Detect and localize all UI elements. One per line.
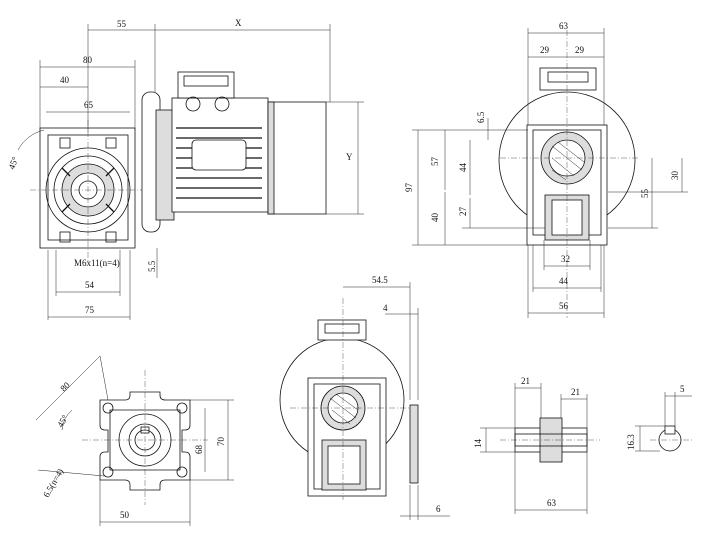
dim-label: 29 [575, 45, 585, 55]
dim-label: 54 [85, 280, 95, 290]
dim-label: 75 [85, 305, 95, 315]
dim-label: 40 [430, 213, 440, 223]
side-view: 55 X 80 40 65 Y M6x11(n=4) 5.5 54 75 45° [6, 18, 364, 320]
dim-label: 30 [670, 171, 680, 181]
dim-label: 65 [84, 100, 94, 110]
dim-label: 4 [383, 303, 388, 313]
dim-label: 80 [58, 380, 72, 394]
front-view: 63 29 29 6.5 57 44 97 40 27 30 55 32 44 [404, 21, 688, 318]
dim-label: 63 [559, 21, 569, 31]
dim-label: 40 [60, 75, 70, 85]
dim-label: 44 [559, 276, 569, 286]
dim-label: 97 [404, 183, 414, 193]
dim-label: Y [346, 152, 353, 162]
dim-label: 14 [473, 439, 483, 449]
dim-label: M6x11(n=4) [74, 258, 120, 268]
dim-label: 6.5 [476, 111, 486, 123]
fan-cover [267, 101, 327, 215]
bottom-view: 54.5 4 6 [279, 275, 450, 520]
flange-view: 80 45° 6.5(n=4) 68 70 50 [35, 355, 234, 526]
dim-label: 54.5 [372, 275, 388, 285]
dim-label: 5.5 [147, 260, 157, 272]
dim-label: 32 [561, 254, 570, 264]
dim-label: 50 [120, 510, 130, 520]
dim-label: 21 [521, 376, 530, 386]
dim-label: 63 [547, 498, 557, 508]
angle-label: 45° [6, 155, 20, 171]
dim-label: 55 [640, 189, 650, 199]
dim-label: 5 [680, 384, 685, 394]
dim-label: 68 [194, 445, 204, 455]
dim-label: 44 [458, 163, 468, 173]
shaft-view: 21 21 14 63 [473, 376, 600, 514]
dim-label: 16.3 [626, 434, 636, 450]
dim-label: 70 [216, 437, 226, 447]
key-view: 5 16.3 [626, 384, 692, 452]
dim-label: 6 [436, 504, 441, 514]
dim-label: 80 [83, 55, 93, 65]
dim-label: 56 [559, 301, 569, 311]
dim-label: 6.5(n=4) [41, 467, 65, 499]
terminal-box [317, 319, 367, 341]
dim-label: X [235, 18, 242, 28]
dim-label: 55 [117, 19, 127, 29]
dim-label: 27 [458, 207, 468, 217]
dim-label: 21 [571, 387, 580, 397]
dim-label: 29 [540, 45, 550, 55]
terminal-box [539, 67, 597, 91]
angle-label: 45° [55, 413, 70, 429]
dim-label: 57 [430, 157, 440, 167]
